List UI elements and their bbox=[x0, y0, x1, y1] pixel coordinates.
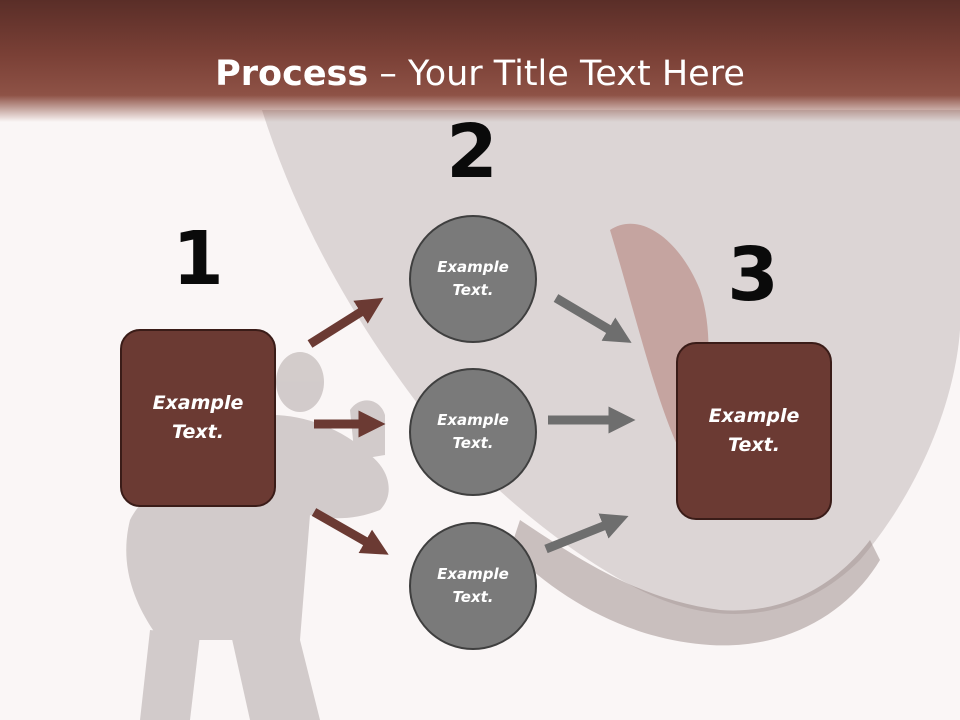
step-number-3: 3 bbox=[727, 232, 779, 318]
process-circle-bottom[interactable]: Example Text. bbox=[409, 522, 537, 650]
arrow-left-to-bottom bbox=[311, 508, 389, 555]
process-box-left[interactable]: Example Text. bbox=[120, 329, 276, 507]
arrow-top-to-right bbox=[553, 294, 632, 343]
process-box-left-label: Example Text. bbox=[152, 392, 244, 443]
shoe-sole bbox=[510, 520, 880, 646]
step-number-1: 1 bbox=[172, 216, 224, 302]
title-banner bbox=[0, 0, 960, 122]
process-box-right[interactable]: Example Text. bbox=[676, 342, 832, 520]
slide-title: Process – Your Title Text Here bbox=[0, 52, 960, 96]
process-circle-bottom-label: Example Text. bbox=[437, 565, 509, 606]
title-rest: – Your Title Text Here bbox=[368, 54, 745, 94]
title-bold: Process bbox=[215, 54, 369, 94]
process-circle-middle-label: Example Text. bbox=[437, 411, 509, 452]
arrow-left-to-top bbox=[307, 297, 384, 348]
process-circle-top[interactable]: Example Text. bbox=[409, 215, 537, 343]
process-circle-middle[interactable]: Example Text. bbox=[409, 368, 537, 496]
process-circle-top-label: Example Text. bbox=[437, 258, 509, 299]
arrow-bottom-to-right bbox=[544, 513, 629, 554]
process-box-right-label: Example Text. bbox=[708, 405, 800, 456]
step-number-2: 2 bbox=[446, 109, 498, 195]
